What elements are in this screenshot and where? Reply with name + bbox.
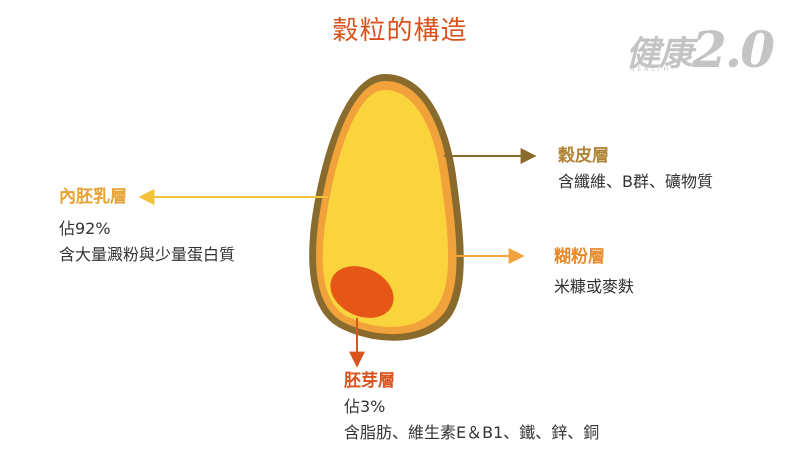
- endosperm-name: 內胚乳層: [59, 187, 127, 207]
- bran-name: 穀皮層: [558, 146, 609, 166]
- aleurone-name: 糊粉層: [554, 247, 605, 267]
- endosperm-percent: 佔92%: [59, 219, 111, 238]
- aleurone-label: 糊粉層 米糠或麥麩: [554, 244, 634, 300]
- aleurone-description: 米糠或麥麩: [554, 277, 635, 296]
- bran-label: 穀皮層 含纖維、B群、礦物質: [558, 143, 713, 195]
- germ-name: 胚芽層: [344, 371, 395, 391]
- germ-label: 胚芽層 佔3% 含脂肪、維生素E＆B1、鐵、鋅、銅: [344, 368, 599, 446]
- germ-percent: 佔3%: [344, 397, 386, 416]
- logo-number: 2.0: [692, 20, 775, 79]
- logo-subtext: HEALTH: [630, 66, 672, 73]
- germ-layer: [330, 266, 394, 318]
- brand-logo: 健康 2.0 HEALTH: [626, 20, 786, 80]
- bran-description: 含纖維、B群、礦物質: [558, 172, 713, 191]
- endosperm-description: 含大量澱粉與少量蛋白質: [59, 245, 236, 264]
- diagram-title: 穀粒的構造: [332, 16, 468, 46]
- logo-text: 健康: [626, 34, 693, 74]
- germ-description: 含脂肪、維生素E＆B1、鐵、鋅、銅: [344, 423, 600, 442]
- endosperm-label: 內胚乳層 佔92% 含大量澱粉與少量蛋白質: [59, 184, 235, 268]
